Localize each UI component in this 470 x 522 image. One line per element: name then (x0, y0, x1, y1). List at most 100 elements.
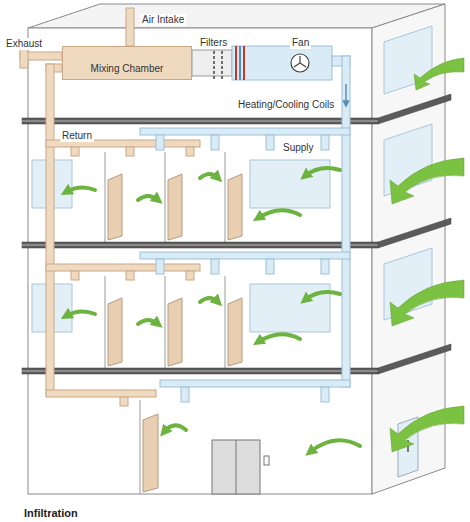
airflow-arrow (164, 425, 186, 432)
supply-duct (156, 135, 164, 150)
supply-duct (140, 252, 350, 259)
return-duct (46, 390, 156, 397)
door (228, 174, 242, 240)
part-label: Fan (290, 37, 311, 49)
building-shell (28, 4, 445, 494)
airflow-arrow (66, 187, 95, 192)
supply-duct (156, 259, 164, 274)
airflow-arrow (200, 298, 218, 302)
slab-highlight (22, 121, 378, 371)
mixing-chamber-box: Mixing Chamber (62, 46, 192, 80)
supply-duct (160, 380, 350, 387)
part-label: Heating/Cooling Coils (236, 99, 336, 111)
room-wall (105, 152, 106, 242)
room-wall (165, 276, 166, 368)
slab-highlight (22, 245, 378, 246)
fan-symbol (291, 54, 309, 72)
building-shell (28, 28, 372, 494)
door (168, 174, 182, 240)
elevator-door (212, 440, 269, 494)
air-handler (192, 46, 332, 80)
floor-slab (378, 94, 451, 124)
room-wall (165, 152, 166, 242)
infiltration-swoosh (390, 406, 464, 452)
room-wall (225, 276, 226, 368)
supply-duct (211, 259, 219, 274)
return-duct (20, 8, 200, 406)
infiltration-swoosh (390, 58, 464, 452)
air-handler (213, 46, 215, 80)
supply-arrow (345, 84, 347, 104)
infiltration-swoosh (390, 280, 464, 326)
return-duct (126, 271, 134, 280)
part-label: Air Intake (140, 14, 186, 26)
floor-slab (22, 118, 378, 124)
return-duct (71, 271, 79, 280)
airflow-arrow (200, 174, 218, 178)
return-duct (46, 264, 200, 271)
floor-slab (22, 94, 451, 374)
door (108, 174, 122, 240)
supply-duct (140, 128, 350, 135)
supply-duct (266, 135, 274, 150)
door (168, 298, 182, 366)
air-handler (239, 46, 241, 80)
door (143, 414, 158, 492)
floor-slab (378, 218, 451, 248)
supply-duct (181, 387, 189, 402)
slab-highlight (22, 371, 378, 372)
airflow-arrow (258, 334, 300, 342)
airflow-arrow (310, 440, 360, 452)
infiltration-swoosh (390, 158, 464, 204)
infiltration-swoosh (414, 58, 464, 90)
airflow-arrow (66, 311, 95, 316)
airflow-arrow (258, 210, 300, 218)
return-duct (120, 397, 128, 406)
air-handler (221, 46, 223, 80)
part-label: Filters (198, 37, 229, 49)
part-label: Return (60, 130, 94, 142)
return-duct (46, 64, 54, 396)
floor-slab (378, 344, 451, 374)
airflow-arrow (138, 320, 158, 324)
airflow-arrow (66, 168, 360, 452)
air-handler (235, 46, 237, 80)
door (108, 298, 122, 366)
fan-symbol (291, 54, 309, 72)
airflow-arrow (305, 292, 340, 300)
figure-caption: Infiltration (24, 507, 78, 520)
airflow-arrow (138, 196, 158, 200)
air-handler (192, 50, 232, 76)
room-wall (105, 276, 106, 368)
return-duct (186, 147, 194, 156)
supply-duct (321, 259, 329, 274)
return-duct (71, 147, 79, 156)
supply-duct (321, 387, 329, 402)
return-duct (186, 271, 194, 280)
supply-duct (140, 56, 350, 402)
room-wall (105, 152, 225, 494)
slab-highlight (22, 121, 378, 122)
return-duct (126, 8, 134, 46)
floor-slab (22, 368, 378, 374)
supply-duct (321, 135, 329, 150)
airflow-arrow (305, 168, 340, 176)
supply-duct (211, 135, 219, 150)
floor-slab (22, 242, 378, 248)
air-handler (243, 46, 245, 80)
part-label: Exhaust (4, 38, 44, 50)
supply-duct (266, 259, 274, 274)
elevator-door (212, 440, 260, 494)
air-handler (232, 46, 332, 80)
supply-arrow (345, 84, 347, 104)
part-label: Supply (281, 142, 316, 154)
return-duct (126, 147, 134, 156)
elevator-door (236, 440, 237, 494)
fan-symbol (294, 56, 306, 67)
elevator-door (264, 456, 269, 465)
room-wall (225, 152, 226, 242)
supply-duct (342, 56, 350, 387)
door (228, 298, 242, 366)
node-label: Mixing Chamber (91, 63, 164, 75)
